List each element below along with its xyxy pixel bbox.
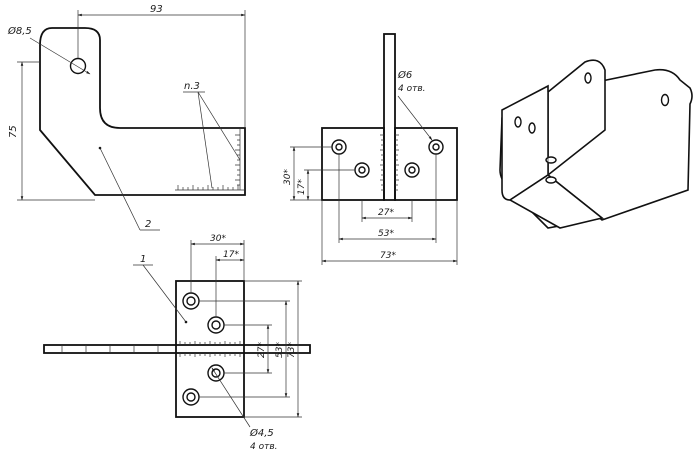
front-dim-17-text: 17* [297,179,307,195]
bottom-bar-scale [61,345,159,353]
front-hole-mid-right-inner [408,166,416,174]
side-part-leader [99,147,141,231]
side-view: 93 75 Ø8,5 n.3 2 [7,4,246,231]
front-left-plate [321,127,385,201]
iso-rear-flange [547,59,606,177]
bottom-dim-30-text: 30* [210,234,226,244]
bottom-lower-plate [175,352,245,418]
front-hole-dim-line1: Ø6 [397,69,412,81]
front-hole-top-right-inner [432,143,440,151]
front-hole-top-left-inner [335,143,343,151]
side-view-scale [175,128,245,191]
bottom-hole-1-inner [186,296,196,306]
side-view-hole [69,57,87,75]
side-radius-leader-1 [197,91,241,161]
front-center-scale [380,134,399,191]
front-dim-53-text: 53* [378,229,394,239]
side-radius-text: n.3 [184,81,200,92]
bottom-hole-4-inner [186,392,196,402]
iso-bottom-plate [508,174,604,229]
iso-hole-3 [584,72,592,84]
front-hole-mid-left-inner [358,166,366,174]
iso-hole-2 [528,122,536,134]
front-dim-30-text: 30* [283,169,293,185]
side-part-number: 2 [145,219,151,230]
bottom-part-number: 1 [140,254,146,265]
bottom-part-dot [184,320,188,324]
side-height-dim-text: 75 [8,125,19,138]
bottom-hole-leader [211,367,251,428]
iso-hole-5 [545,156,557,164]
bottom-hole-2-inner [211,320,221,330]
bottom-plate-scale [179,341,241,357]
side-hole-leader [29,37,91,75]
bottom-hole-dim-line1: Ø4,5 [249,427,274,439]
front-hole-dim-line2: 4 отв. [398,84,426,94]
bottom-right-bar [243,344,311,354]
bottom-dim-27-text: 27* [257,342,267,358]
front-dim-73-text: 73* [380,251,396,261]
bottom-dim-17-text: 17* [223,250,239,260]
isometric-view [499,59,693,229]
bottom-upper-plate [175,280,245,346]
iso-hole-1 [514,116,522,128]
side-hole-dim-text: Ø8,5 [7,25,32,37]
front-hole-leader [397,95,433,141]
front-center-plate [383,33,396,201]
front-dim-27-text: 27* [378,208,394,218]
side-radius-leader-2 [197,91,213,189]
side-width-dim-text: 93 [150,4,163,15]
bottom-view: 30* 17* 27* 53* 73* 1 Ø4,5 4 отв. [43,234,311,452]
side-view-outline [39,27,246,196]
side-part-dot [98,146,102,150]
iso-hole-4 [660,93,670,107]
bottom-dim-73-text: 73* [287,342,297,358]
iso-hole-6 [545,176,557,184]
front-view: Ø6 4 отв. 30* 17* 27* 53* 73* [283,33,458,265]
front-right-plate [394,127,458,201]
bottom-dim-53-text: 53* [275,342,285,358]
bottom-part-leader [142,264,187,323]
bottom-hole-dim-line2: 4 отв. [250,442,278,452]
